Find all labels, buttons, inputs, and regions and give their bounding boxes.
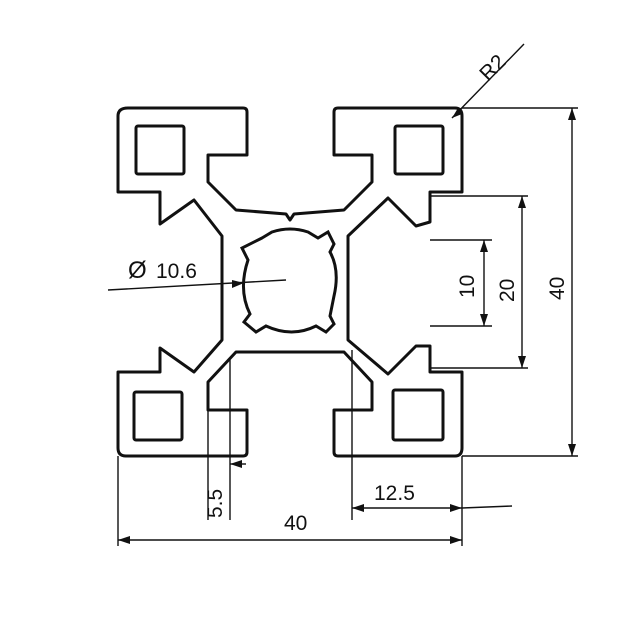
arrow-width-left	[118, 536, 130, 544]
slot-offset-label: 12.5	[374, 482, 415, 505]
width-label: 40	[284, 512, 307, 535]
arrow-slot-outer-top	[518, 196, 526, 208]
diameter-arrowhead	[232, 280, 244, 288]
corner-cavity-top-right	[393, 124, 445, 176]
diameter-leader	[107, 279, 287, 291]
arrow-slot-inner-top	[480, 240, 488, 252]
arrow-height-top	[568, 108, 576, 120]
radius-arrowhead	[452, 108, 462, 118]
diameter-label: 10.6	[156, 260, 197, 283]
arrow-height-bottom	[568, 444, 576, 456]
radius-label: R2	[475, 50, 510, 85]
center-bore	[239, 227, 338, 334]
radius-leader	[451, 43, 525, 119]
diameter-symbol: Ø	[128, 257, 147, 284]
corner-cavity-bottom-left	[132, 390, 184, 442]
corner-cavity-bottom-right	[391, 388, 445, 442]
slot-outer-label: 20	[496, 279, 519, 302]
slot-inner-label: 10	[456, 275, 479, 298]
dim-leader-slot-offset	[461, 505, 513, 509]
arrow-slot-offset-right	[450, 504, 462, 512]
slot-depth-label: 5.5	[204, 489, 227, 518]
corner-cavity-top-left	[134, 124, 186, 176]
arrow-width-right	[450, 536, 462, 544]
arrow-slot-inner-bottom	[480, 314, 488, 326]
height-label: 40	[546, 277, 569, 300]
arrow-slot-depth	[230, 460, 242, 468]
arrow-slot-outer-bottom	[518, 356, 526, 368]
arrow-slot-offset-left	[352, 504, 364, 512]
